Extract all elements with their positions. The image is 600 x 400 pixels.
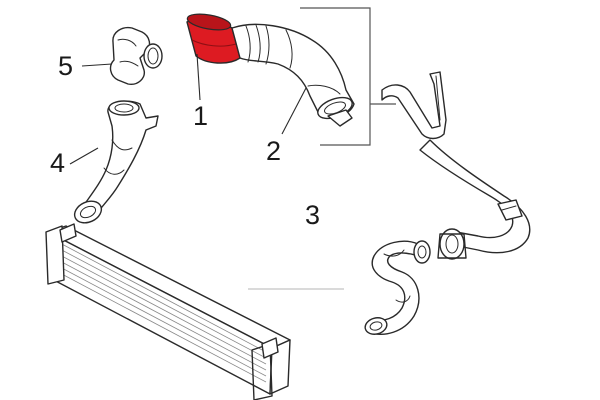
elbow-connector-part-5[interactable] (109, 26, 163, 85)
group-bracket (300, 7, 396, 146)
highlighted-sleeve-part-1[interactable] (186, 11, 241, 64)
hard-pipe-part-3[interactable] (363, 71, 531, 337)
callout-4: 4 (50, 148, 65, 178)
leader-line-1 (196, 53, 201, 101)
leader-line-4 (69, 147, 99, 165)
turbo-hose-part-2[interactable] (231, 23, 355, 127)
leader-line-5 (81, 63, 113, 67)
callout-2: 2 (266, 136, 281, 166)
intercooler-core[interactable] (45, 223, 291, 400)
callout-1: 1 (193, 101, 208, 131)
callout-5: 5 (58, 51, 73, 81)
inlet-hose-part-4[interactable] (71, 100, 159, 227)
leader-line-2 (281, 87, 307, 135)
callout-3: 3 (305, 200, 320, 230)
